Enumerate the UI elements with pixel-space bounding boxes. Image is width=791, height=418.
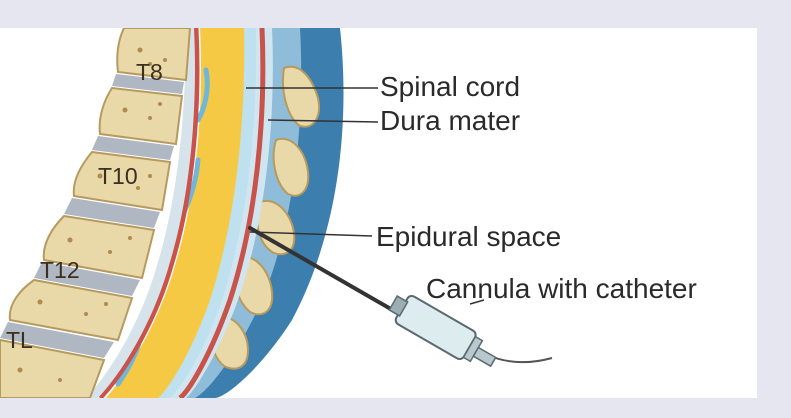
cannula-needle [248, 226, 398, 314]
vessel [195, 67, 210, 123]
vertebra-label-tl: TL [6, 327, 33, 353]
spinal-cord-shape [106, 28, 245, 398]
label-spinal-cord: Spinal cord [380, 71, 520, 102]
leader-epidural-space [249, 231, 373, 237]
vertebra-body-tl [0, 338, 106, 398]
vertebra-label-t8: T8 [136, 59, 163, 85]
label-epidural-space: Epidural space [376, 221, 561, 252]
disc [0, 322, 114, 358]
spinous-process [282, 65, 320, 128]
disc [34, 262, 140, 296]
vertebra-body-t9 [98, 86, 184, 146]
disc [64, 198, 160, 228]
label-cannula-with-catheter: Cannula with catheter [426, 273, 697, 304]
disc [92, 136, 174, 160]
vertebra-body-t12 [8, 278, 134, 342]
syringe-plunger [472, 346, 497, 368]
label-dura-mater: Dura mater [380, 105, 520, 136]
leader-cannula [469, 299, 485, 305]
vertebra-body-t10 [72, 150, 172, 212]
disc [112, 74, 184, 94]
vertebra-label-t10: T10 [98, 163, 138, 189]
vertebra-body-t11 [42, 214, 156, 280]
cannula-with-catheter [248, 226, 553, 368]
leader-dura-mater [267, 119, 379, 123]
csf-band [152, 28, 257, 398]
dura-mater-inner-line [98, 28, 200, 398]
vertebra-body-t8 [116, 28, 192, 82]
spinous-process [272, 137, 310, 197]
vertebra-label-t12: T12 [40, 257, 80, 283]
syringe-hub [388, 295, 409, 317]
dura-mater-line [178, 28, 266, 398]
ligament-strip [86, 28, 195, 398]
vertebral-column [0, 28, 192, 398]
